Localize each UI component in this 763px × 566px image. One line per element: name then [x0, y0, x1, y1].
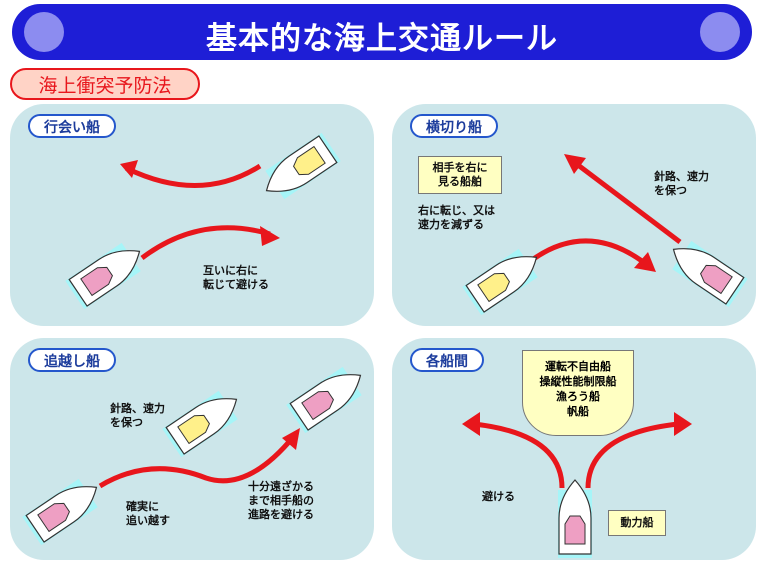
panel-between-vessels: 各船間 運転不自由船操縦性能制限船 漁ろう船帆船 避ける 動力船 — [392, 338, 756, 560]
pink-boat-ahead — [285, 360, 371, 434]
overtaking-arrowhead — [282, 428, 300, 450]
between-right-arrow — [585, 421, 679, 489]
panel-crossing: 横切り船 相手を右に見る船舶 右に転じ、又は速力を減ずる 針路、速力を保つ — [392, 104, 756, 326]
between-left-arrow — [473, 421, 565, 489]
overtaking-note-right: 十分遠ざかるまで相手船の進路を避ける — [248, 480, 314, 521]
overtaking-arrow — [98, 434, 296, 489]
between-note-avoid: 避ける — [482, 490, 515, 503]
crossing-curved-arrowhead — [634, 252, 656, 272]
crossing-straight-arrowhead — [564, 154, 586, 174]
pink-boat-power — [557, 479, 593, 559]
priority-vessels-box: 運転不自由船操縦性能制限船 漁ろう船帆船 — [522, 350, 634, 436]
tag-head-on: 行会い船 — [28, 114, 116, 138]
crossing-curved-arrow — [530, 238, 648, 266]
title-banner: 基本的な海上交通ルール — [12, 4, 752, 60]
right-circle-icon — [700, 12, 740, 52]
tag-between-vessels: 各船間 — [410, 348, 484, 372]
overtaking-note-mid: 確実に追い越す — [126, 500, 170, 527]
between-right-arrowhead — [674, 412, 692, 436]
tag-crossing: 横切り船 — [410, 114, 498, 138]
crossing-note-left: 右に転じ、又は速力を減ずる — [418, 204, 495, 231]
left-circle-icon — [24, 12, 64, 52]
between-left-arrowhead — [462, 412, 480, 436]
pink-boat — [64, 236, 150, 310]
tag-overtaking: 追越し船 — [28, 348, 116, 372]
crossing-note-right: 針路、速力を保つ — [654, 170, 709, 197]
pink-boat-overtaking — [21, 472, 107, 546]
yellow-boat — [256, 132, 342, 206]
power-vessel-box: 動力船 — [608, 510, 666, 536]
yellow-boat-crossing — [461, 242, 547, 316]
crossing-box: 相手を右に見る船舶 — [418, 156, 502, 194]
page-title: 基本的な海上交通ルール — [206, 21, 558, 57]
head-on-upper-arrowhead — [120, 160, 138, 178]
law-label: 海上衝突予防法 — [10, 68, 200, 100]
panel-head-on: 行会い船 互いに右に転じて避ける — [10, 104, 374, 326]
crossing-straight-arrow — [572, 160, 682, 244]
pink-boat-crossing — [663, 234, 749, 308]
yellow-boat-overtaken — [161, 384, 247, 458]
head-on-upper-arrow — [124, 163, 262, 188]
overtaking-note-top: 針路、速力を保つ — [110, 402, 165, 429]
head-on-note: 互いに右に転じて避ける — [203, 264, 269, 291]
head-on-lower-arrow — [140, 225, 271, 260]
head-on-lower-arrowhead — [260, 226, 280, 246]
panel-overtaking: 追越し船 針路、速力を保つ 確実に追い越す 十分遠ざかるまで相手船の進路を避ける — [10, 338, 374, 560]
